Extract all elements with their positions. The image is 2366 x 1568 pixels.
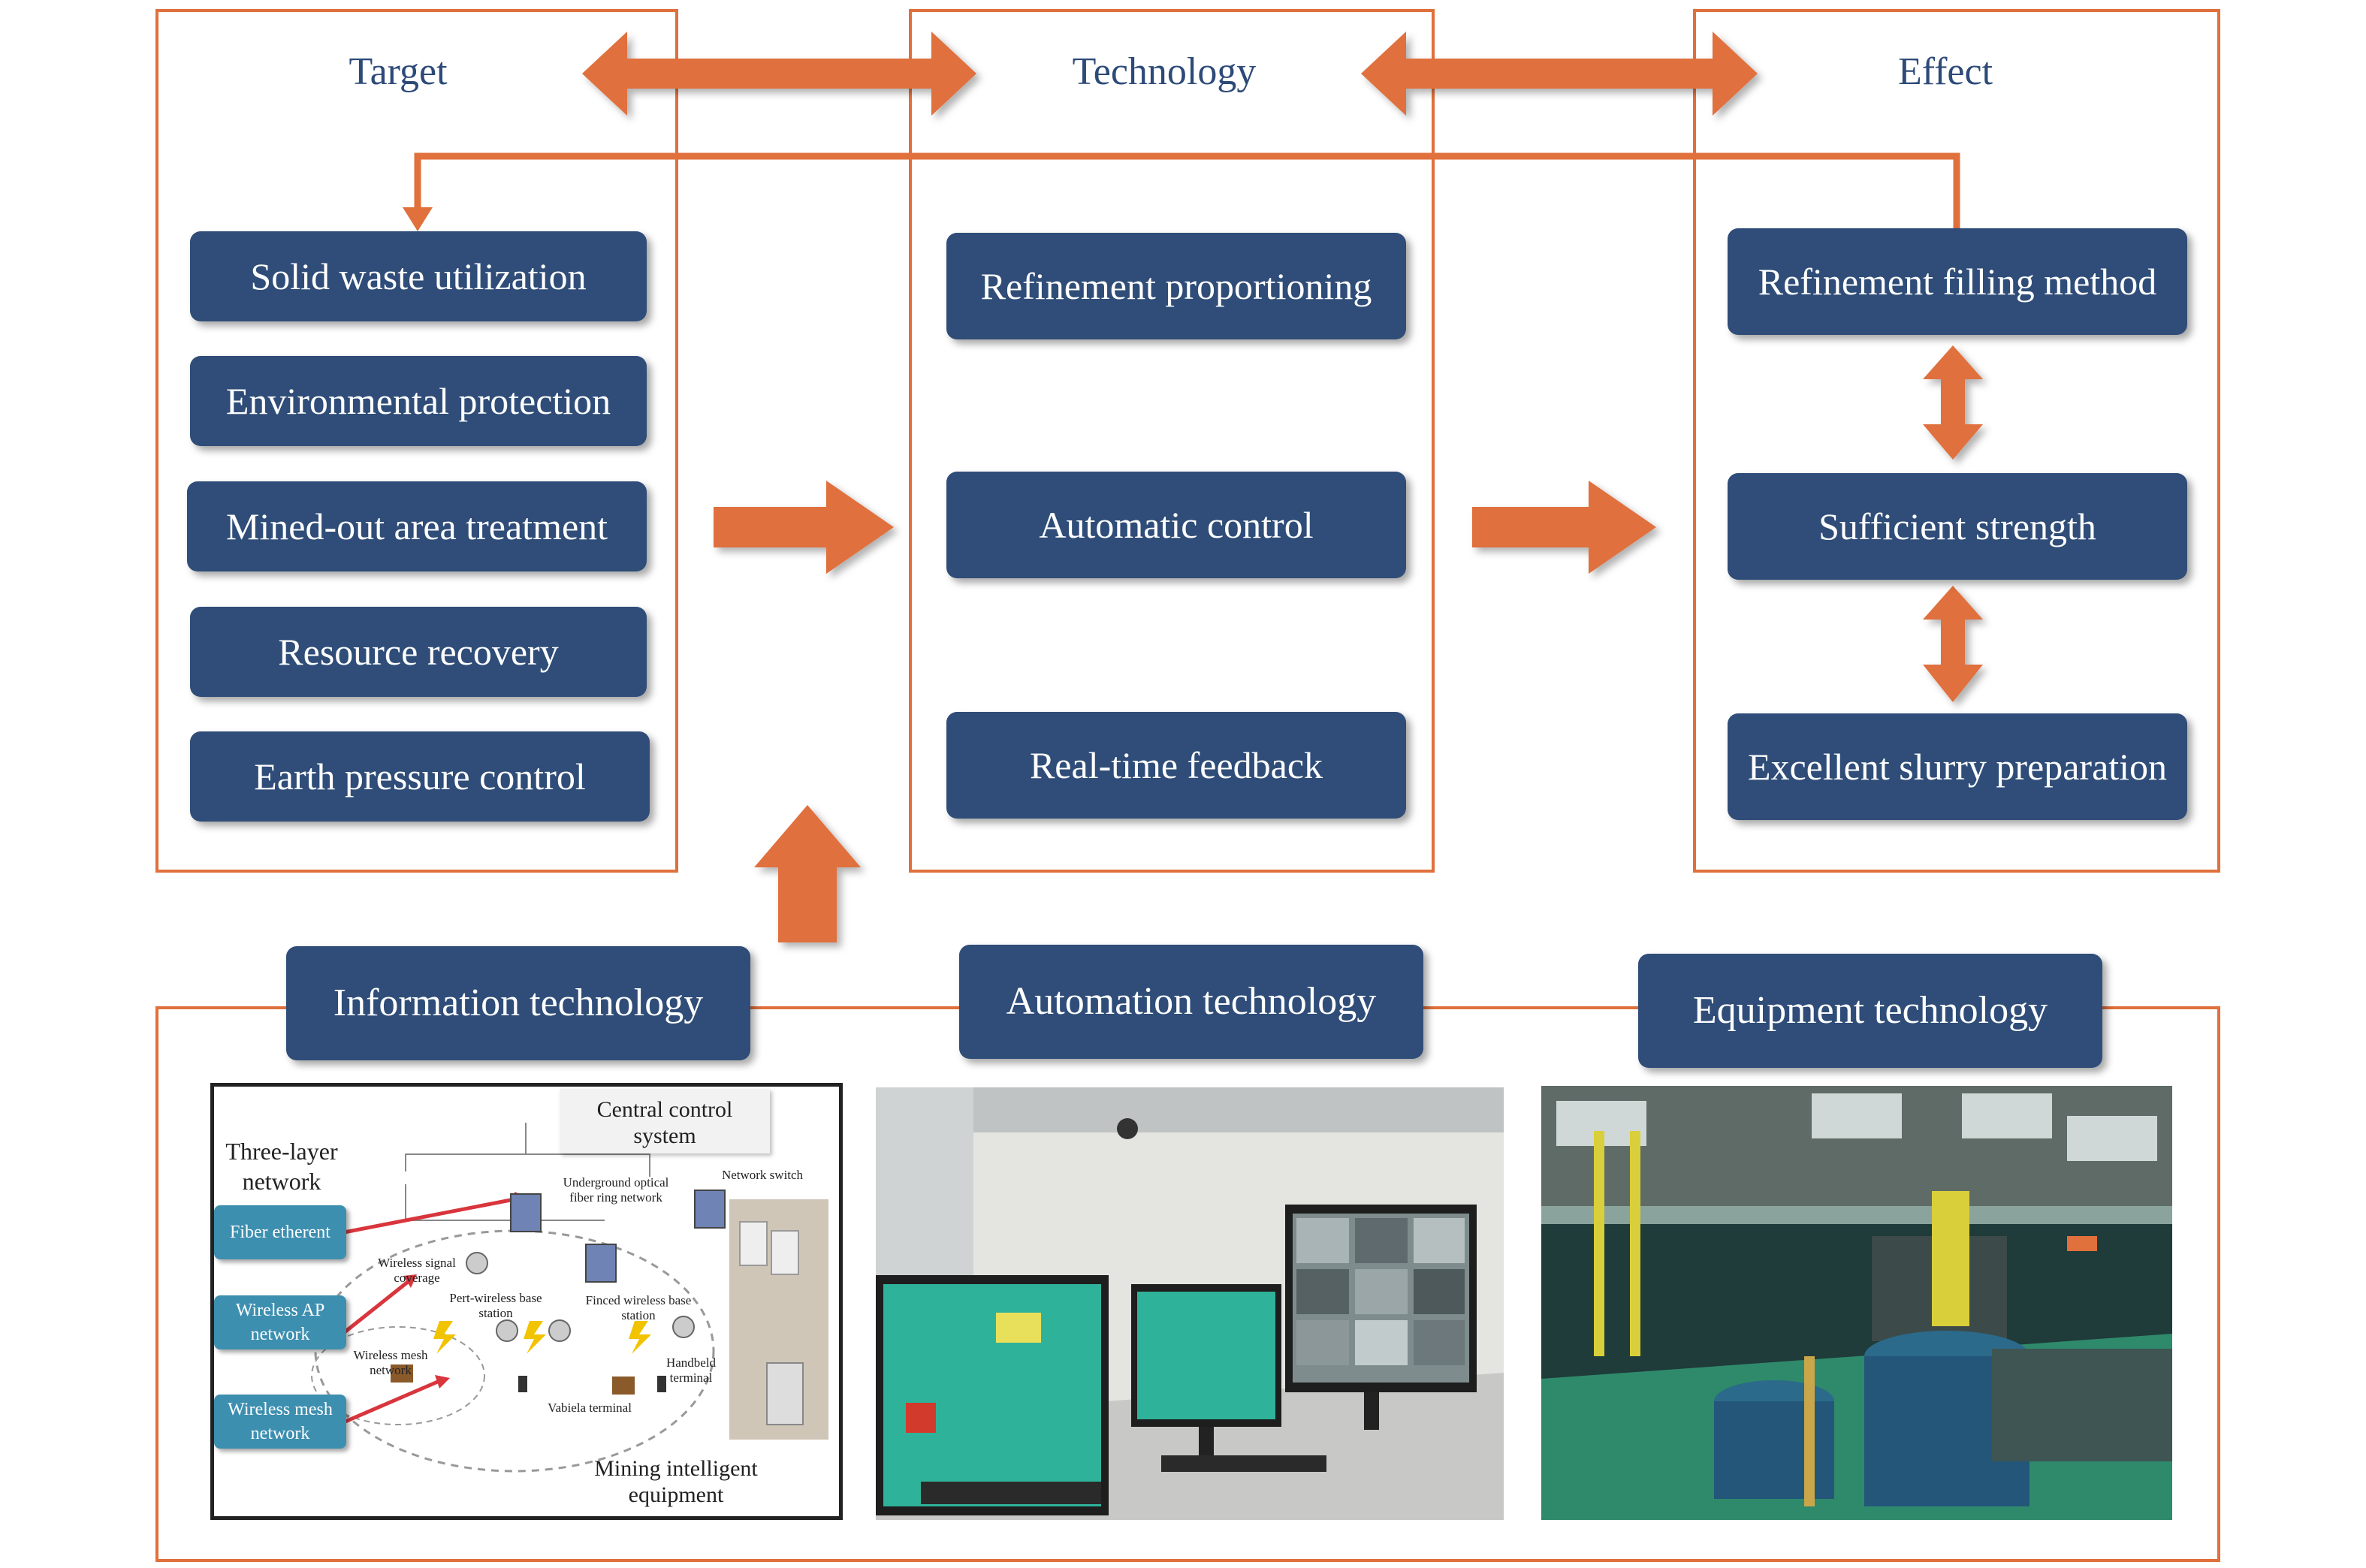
mining-equipment-label: Mining intelligent equipment [594, 1456, 758, 1507]
target-item-solid-waste: Solid waste utilization [190, 231, 647, 321]
label-automation-technology: Automation technology [959, 945, 1423, 1059]
right-arrow-2 [1472, 481, 1656, 574]
central-control-label: Central control system [596, 1097, 733, 1148]
central-control-box [560, 1089, 770, 1153]
label-information-technology: Information technology [286, 946, 750, 1060]
effect-title: Effect [1897, 50, 1993, 93]
equipment-photo [1541, 1086, 2172, 1520]
technology-title: Technology [1072, 50, 1257, 93]
feedback-line [414, 152, 1960, 229]
control-room-photo [876, 1087, 1504, 1520]
mesh-small-label: Wireless mesh network [353, 1348, 428, 1378]
wireless-mesh-box: Wireless mesh network [214, 1395, 346, 1449]
fiber-etherent-box: Fiber etherent [214, 1205, 346, 1259]
handheld-label: Handbeld terminal [665, 1355, 717, 1386]
target-title: Target [349, 50, 448, 93]
wireless-ap-box: Wireless AP network [214, 1295, 346, 1349]
target-panel [155, 9, 678, 873]
feedback-arrowhead [403, 207, 433, 231]
technology-item-automatic: Automatic control [946, 472, 1406, 578]
finced-station-label: Finced wireless base station [585, 1293, 692, 1323]
effect-item-excellent-slurry: Excellent slurry preparation [1728, 713, 2187, 820]
target-item-earth-pressure: Earth pressure control [190, 731, 650, 822]
right-arrow-1 [714, 481, 894, 574]
network-switch-label: Network switch [721, 1168, 804, 1182]
ring-network-label: Underground optical fiber ring network [563, 1175, 669, 1205]
technology-item-realtime: Real-time feedback [946, 712, 1406, 819]
three-layer-label: Three-layer network [225, 1138, 338, 1195]
double-arrow-technology-effect [1361, 32, 1758, 116]
network-diagram: Central control system Three-layer netwo… [210, 1083, 843, 1520]
vertical-double-arrow-1 [1923, 345, 1983, 460]
up-arrow [754, 805, 861, 942]
double-arrow-target-technology [582, 32, 976, 116]
target-item-mined-out: Mined-out area treatment [187, 481, 647, 571]
effect-item-refinement-filling: Refinement filling method [1728, 228, 2187, 335]
vertical-double-arrow-2 [1923, 586, 1983, 702]
effect-panel [1693, 9, 2220, 873]
signal-coverage-label: Wireless signal coverage [378, 1256, 456, 1286]
technology-panel [909, 9, 1435, 873]
target-item-resource: Resource recovery [190, 607, 647, 697]
target-item-environmental: Environmental protection [190, 356, 647, 446]
network-lines [311, 1123, 828, 1473]
label-equipment-technology: Equipment technology [1638, 954, 2102, 1068]
technology-item-refinement: Refinement proportioning [946, 233, 1406, 339]
effect-item-sufficient-strength: Sufficient strength [1728, 473, 2187, 580]
pert-station-label: Pert-wireless base station [449, 1291, 542, 1321]
vehicle-label: Vabiela terminal [548, 1401, 632, 1415]
